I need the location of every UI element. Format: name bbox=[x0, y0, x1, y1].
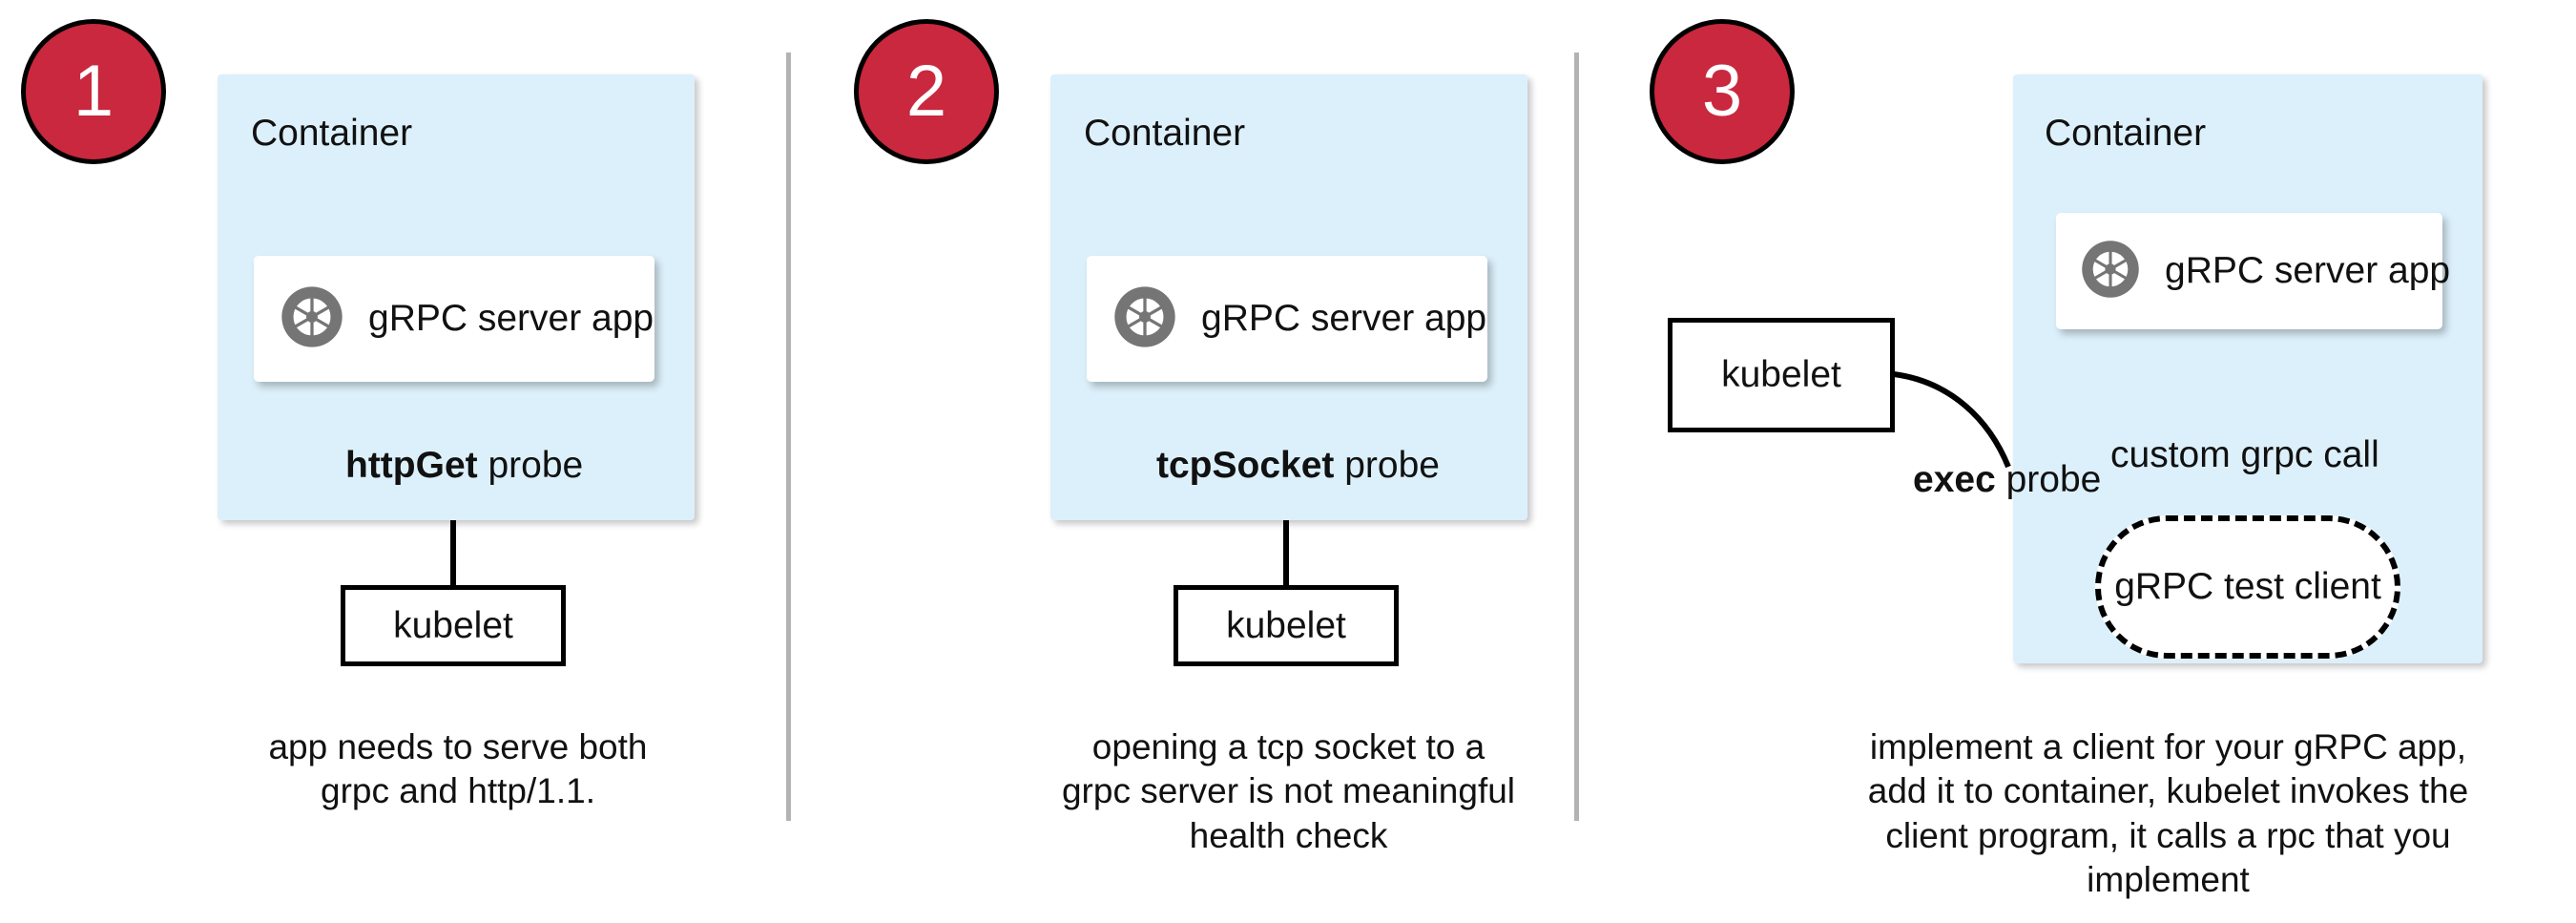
panel-2-caption: opening a tcp socket to a grpc server is… bbox=[1061, 727, 1516, 855]
panel-3-grpc-server-label: gRPC server app bbox=[2165, 250, 2451, 291]
panel-divider-2 bbox=[1574, 52, 1579, 821]
panel-3-step-badge: 3 bbox=[1650, 19, 1795, 164]
grpc-aperture-icon bbox=[1113, 285, 1176, 353]
panel-3-caption: implement a client for your gRPC app, ad… bbox=[1867, 727, 2469, 899]
grpc-aperture-icon bbox=[2081, 240, 2140, 304]
panel-3-probe-label: exec probe bbox=[1913, 459, 2101, 501]
panel-3-container-label: Container bbox=[2045, 113, 2207, 154]
panel-2-step-badge: 2 bbox=[854, 19, 999, 164]
panel-1-container-label: Container bbox=[251, 113, 413, 154]
panel-2-grpc-server-card: gRPC server app bbox=[1087, 256, 1487, 382]
panel-1-kubelet-box: kubelet bbox=[341, 585, 566, 666]
panel-1-caption: app needs to serve both grpc and http/1.… bbox=[268, 727, 648, 811]
panel-3-kubelet-box: kubelet bbox=[1668, 318, 1895, 432]
panel-3-grpc-test-client: gRPC test client bbox=[2095, 515, 2400, 659]
panel-1-probe-label-bold: httpGet bbox=[345, 445, 478, 486]
panel-2-probe-label: tcpSocket probe bbox=[1156, 445, 1440, 487]
panel-1-grpc-server-card: gRPC server app bbox=[254, 256, 654, 382]
panel-2-kubelet-box: kubelet bbox=[1174, 585, 1399, 666]
panel-3-probe-label-rest: probe bbox=[1995, 459, 2102, 500]
panel-1-probe-label: httpGet probe bbox=[345, 445, 583, 487]
panel-2-grpc-server-label: gRPC server app bbox=[1201, 298, 1487, 339]
panel-2-probe-label-bold: tcpSocket bbox=[1156, 445, 1335, 486]
panel-3-custom-call-label: custom grpc call bbox=[2110, 434, 2379, 475]
panel-1-grpc-server-label: gRPC server app bbox=[368, 298, 654, 339]
panel-3-probe-label-bold: exec bbox=[1913, 459, 1996, 500]
panel-1-probe-label-rest: probe bbox=[477, 445, 584, 486]
grpc-aperture-icon bbox=[280, 285, 343, 353]
panel-1-step-badge: 1 bbox=[21, 19, 166, 164]
panel-2-container-label: Container bbox=[1084, 113, 1246, 154]
panel-divider-1 bbox=[786, 52, 791, 821]
panel-2-probe-label-rest: probe bbox=[1334, 445, 1440, 486]
panel-3-grpc-server-card: gRPC server app bbox=[2056, 213, 2450, 329]
